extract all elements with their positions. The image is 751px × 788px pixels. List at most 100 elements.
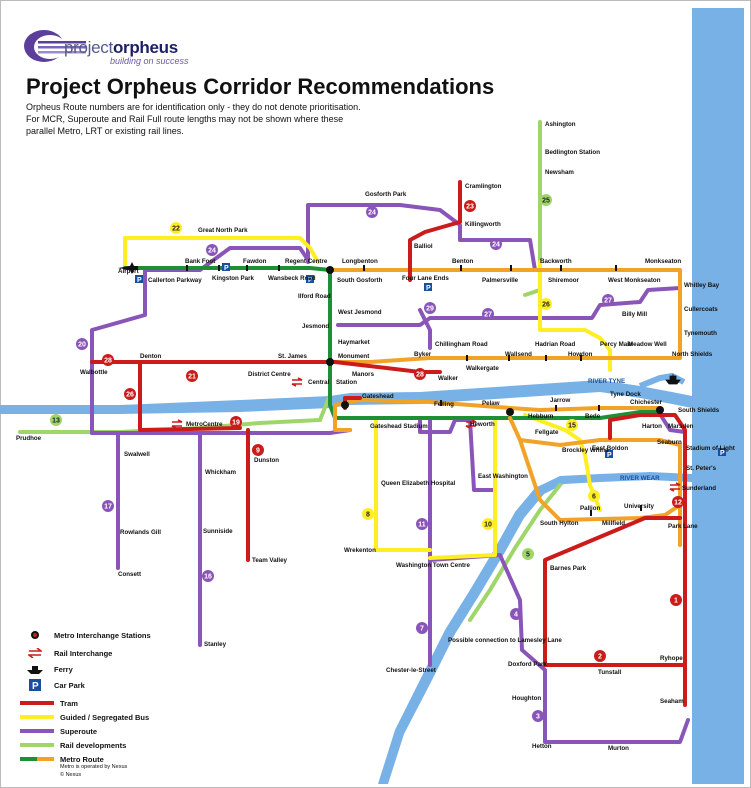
rail-interchange-icon-2 xyxy=(171,419,183,429)
station-ticks xyxy=(186,265,642,516)
label-howdon: Howdon xyxy=(568,351,593,358)
svg-text:2: 2 xyxy=(598,654,602,661)
label-shiremoor: Shiremoor xyxy=(548,277,580,284)
label-walbottle: Walbottle xyxy=(80,369,108,376)
interchange-south-gosforth xyxy=(326,266,334,274)
guided-6-15 xyxy=(523,413,602,512)
label-sunderland: Sunderland xyxy=(682,485,716,492)
label-whitley-bay: Whitley Bay xyxy=(684,282,720,289)
svg-text:P: P xyxy=(607,452,612,459)
legend-nexus-note: Metro is operated by Nexus xyxy=(60,764,128,770)
svg-text:9: 9 xyxy=(256,448,260,455)
label-fawdon: Fawdon xyxy=(243,258,267,265)
label-airport: Airport xyxy=(118,268,139,275)
label-heworth: Heworth xyxy=(470,421,495,428)
superoute-24-26 xyxy=(306,203,537,272)
metro-orange-coast xyxy=(328,268,682,364)
svg-text:22: 22 xyxy=(172,226,180,233)
label-billy-mill: Billy Mill xyxy=(622,311,647,318)
label-seaburn: Seaburn xyxy=(657,439,682,446)
svg-text:P: P xyxy=(137,277,142,284)
route-marker-10: 10 xyxy=(482,518,494,530)
svg-text:12: 12 xyxy=(674,500,682,507)
label-chichester: Chichester xyxy=(630,399,663,406)
ferry-icon xyxy=(665,374,681,385)
metro-orange-south-hylton xyxy=(518,438,682,522)
label-wrekenton: Wrekenton xyxy=(344,547,376,554)
label-bedlington: Bedlington Station xyxy=(545,149,600,156)
label-jesmond: Jesmond xyxy=(302,323,329,330)
svg-text:5: 5 xyxy=(526,552,530,559)
ferry-icon xyxy=(27,666,43,674)
label-longbenton: Longbenton xyxy=(342,258,378,265)
legend-tram: Tram xyxy=(20,696,78,710)
note-line-1: Orpheus Route numbers are for identifica… xyxy=(26,102,361,112)
tram-lines xyxy=(90,180,687,707)
label-walker: Walker xyxy=(438,375,459,382)
car-park-icons: P P P P P P xyxy=(135,263,726,459)
label-west-jesmond: West Jesmond xyxy=(338,309,382,316)
label-bede: Bede xyxy=(585,413,601,420)
label-fellgate: Fellgate xyxy=(535,429,559,436)
airplane-icon xyxy=(118,262,138,274)
route-marker-13: 13 xyxy=(50,414,62,426)
label-manors: Manors xyxy=(352,371,375,378)
label-pallion: Pallion xyxy=(580,505,601,512)
legend-superoute: Superoute xyxy=(20,724,97,738)
label-washington: Washington Town Centre xyxy=(396,562,470,569)
svg-text:P: P xyxy=(224,265,229,272)
svg-text:P: P xyxy=(720,450,725,457)
rail-interchange-icon-3 xyxy=(465,419,477,429)
guided-8 xyxy=(374,418,432,552)
label-four-lane-ends: Four Lane Ends xyxy=(402,275,449,282)
tram-2 xyxy=(543,516,687,667)
label-walkergate: Walkergate xyxy=(466,365,499,372)
route-marker-1: 1 xyxy=(670,594,682,606)
route-marker-16: 16 xyxy=(202,570,214,582)
label-meadow-well: Meadow Well xyxy=(628,341,667,348)
svg-text:26: 26 xyxy=(126,392,134,399)
label-chillingham: Chillingham Road xyxy=(435,341,488,348)
logo-tagline: building on success xyxy=(110,56,189,66)
route-marker-6: 6 xyxy=(588,490,600,502)
label-byker: Byker xyxy=(414,351,432,358)
car-park-icon: P xyxy=(29,679,41,691)
label-doxford-park: Doxford Park xyxy=(508,661,547,668)
svg-text:24: 24 xyxy=(208,248,216,255)
legend-metro-route: Metro Route xyxy=(20,752,104,766)
svg-text:P: P xyxy=(32,681,39,691)
label-east-boldon: East Boldon xyxy=(592,445,628,452)
route-marker-26: 26 xyxy=(124,388,136,400)
label-tynemouth: Tynemouth xyxy=(684,330,717,337)
legend-rail-dev: Rail developments xyxy=(20,738,126,752)
label-ryhope: Ryhope xyxy=(660,655,683,662)
label-gosforth-park: Gosforth Park xyxy=(365,191,407,198)
label-palmersville: Palmersville xyxy=(482,277,519,284)
svg-text:19: 19 xyxy=(232,420,240,427)
svg-text:16: 16 xyxy=(204,574,212,581)
river-tyne-label: RIVER TYNE xyxy=(588,378,625,385)
label-metrocentre: MetroCentre xyxy=(186,421,223,428)
label-callerton: Callerton Parkway xyxy=(148,277,202,284)
svg-text:21: 21 xyxy=(188,374,196,381)
svg-text:3: 3 xyxy=(536,714,540,721)
note-line-3: parallel Metro, LRT or existing rail lin… xyxy=(26,126,184,136)
tram-23 xyxy=(408,180,462,282)
route-marker-7: 7 xyxy=(416,622,428,634)
label-regent-centre: Regent Centre xyxy=(285,258,328,265)
svg-text:4: 4 xyxy=(514,612,518,619)
legend-metro-interchange: Metro Interchange Stations xyxy=(20,628,151,642)
svg-text:29: 29 xyxy=(426,306,434,313)
svg-text:P: P xyxy=(426,285,431,292)
rail-interchange-icon xyxy=(291,377,303,387)
svg-text:6: 6 xyxy=(592,494,596,501)
guided-10 xyxy=(428,418,497,560)
route-marker-29: 29 xyxy=(424,302,436,314)
label-seaham: Seaham xyxy=(660,698,684,705)
svg-text:P: P xyxy=(308,277,313,284)
guided-bus-lines xyxy=(123,236,612,560)
label-tyne-dock: Tyne Dock xyxy=(610,391,641,398)
rail-interchange-icon xyxy=(28,648,42,658)
metro-green-south-shields xyxy=(508,410,662,420)
